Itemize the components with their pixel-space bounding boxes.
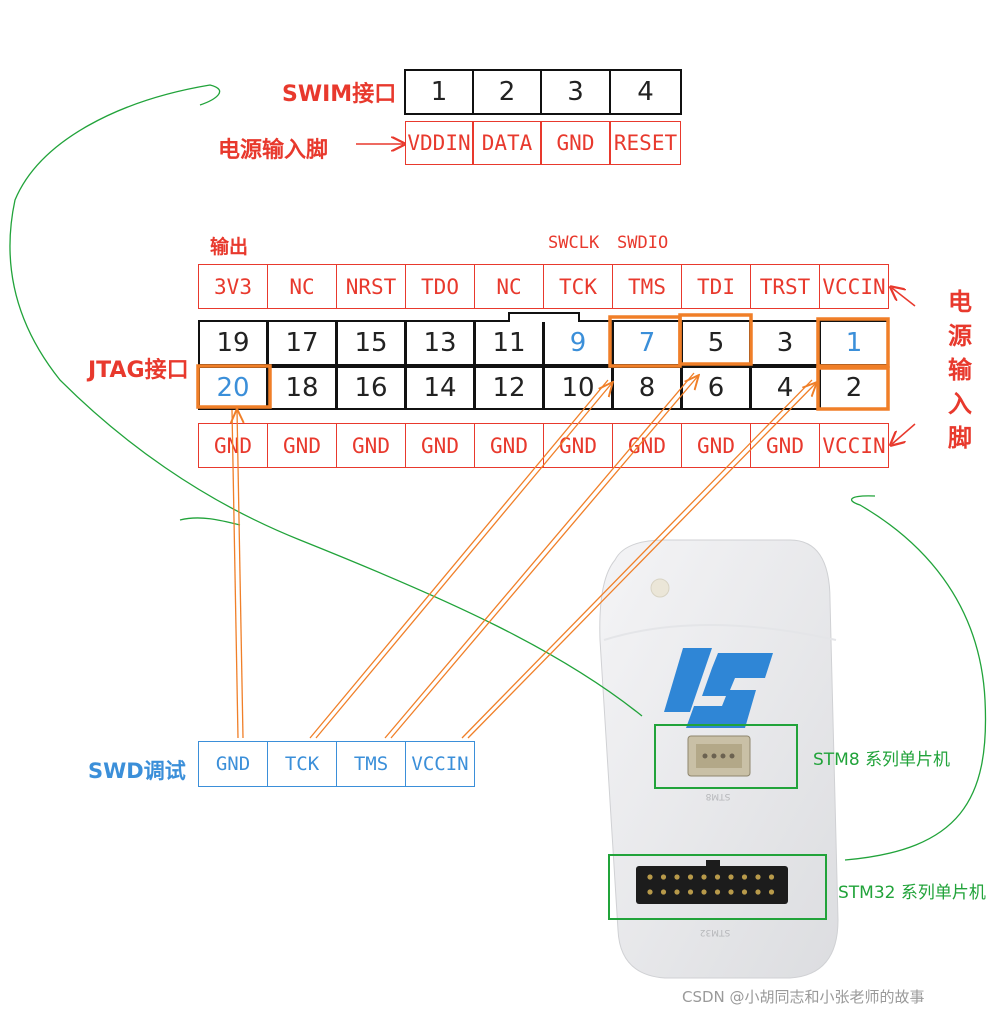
stm32-pin — [755, 874, 761, 880]
jtag-top-signal: NRST — [336, 264, 406, 309]
jtag-bottom-signal: GND — [474, 423, 544, 468]
swdio-label: SWDIO — [617, 233, 669, 253]
stm32-pin — [741, 889, 748, 895]
watermark: CSDN @小胡同志和小张老师的故事 — [682, 988, 925, 1006]
link-stroke — [179, 517, 241, 526]
jtag-bottom-signal: GND — [405, 423, 475, 468]
stm32-pin — [647, 874, 653, 880]
stm32-pin — [728, 874, 734, 880]
jtag-output-label: 输出 — [210, 236, 249, 258]
jtag-top-signal: TDI — [681, 264, 751, 309]
swim-pin: 4 — [609, 69, 682, 115]
stm32-pin — [674, 889, 680, 895]
stm32-to-jtag-link — [844, 495, 987, 861]
pin-1-highlight — [816, 317, 890, 368]
stm32-series-label: STM32 系列单片机 — [838, 883, 986, 903]
stm32-pin — [728, 889, 734, 895]
pin-20-highlight — [196, 364, 272, 409]
swd-title: SWD调试 — [88, 759, 186, 783]
stm8-connector — [687, 735, 751, 777]
stm32-pin — [701, 874, 707, 880]
stm32-pin — [687, 889, 694, 895]
pin-2-highlight — [816, 366, 890, 411]
power-arrow-top — [892, 288, 916, 307]
stm32-pin — [647, 889, 653, 895]
stm8-highlight-box — [654, 724, 798, 789]
jtag-bottom-signal: GND — [750, 423, 820, 468]
jtag-top-signal: TDO — [405, 264, 475, 309]
jtag-title: JTAG接口 — [88, 358, 189, 383]
swim-signal: RESET — [610, 121, 681, 165]
stm8-series-label: STM8 系列单片机 — [813, 750, 951, 770]
stm32-pin — [741, 874, 748, 880]
swd-to-jtag-arrows — [232, 372, 816, 739]
swim-title: SWIM接口 — [282, 82, 397, 107]
jtag-even-pin: 10 — [543, 366, 613, 410]
jtag-bottom-signal: GND — [267, 423, 337, 468]
stm32-pin — [701, 889, 707, 895]
power-char: 输 — [948, 356, 972, 384]
stm32-connector — [636, 860, 788, 904]
stm8-print: STM8 — [705, 791, 730, 801]
swim-signal: VDDIN — [405, 121, 473, 165]
stm32-pin — [674, 874, 680, 880]
stm32-pin — [714, 889, 721, 895]
stm32-print: STM32 — [700, 927, 730, 937]
jtag-bottom-signal: VCCIN — [819, 423, 889, 468]
pin-7-highlight — [608, 315, 682, 368]
power-char: 源 — [948, 322, 972, 350]
power-arrow-bottom — [892, 423, 916, 444]
stm32-pin — [755, 889, 761, 895]
debugger-device: STM8 STM32 — [599, 539, 839, 979]
swim-power-label: 电源输入脚 — [218, 138, 329, 163]
power-char: 电 — [948, 288, 972, 316]
power-char: 脚 — [948, 424, 972, 452]
st-logo-icon — [664, 648, 773, 728]
jtag-odd-pin: 17 — [267, 320, 337, 366]
swim-signal: GND — [541, 121, 610, 165]
swd-signal: VCCIN — [405, 741, 475, 787]
jtag-bottom-signal: GND — [612, 423, 682, 468]
stm32-pin — [687, 874, 694, 880]
stm32-pin — [714, 874, 721, 880]
stm32-pin — [660, 889, 667, 895]
power-char: 入 — [948, 390, 972, 418]
stm8-to-swim-link — [9, 84, 643, 717]
stm32-highlight-box — [608, 854, 827, 920]
jtag-key-notch — [508, 312, 580, 322]
stm32-pin — [660, 874, 667, 880]
swim-signal: DATA — [473, 121, 541, 165]
stm32-pin — [768, 874, 775, 880]
pin-5-highlight — [678, 313, 753, 366]
swclk-label: SWCLK — [548, 233, 600, 253]
jtag-top-signal: 3V3 — [198, 264, 268, 309]
jtag-top-signal: TMS — [612, 264, 682, 309]
stm32-pin — [768, 889, 775, 895]
jtag-top-signal: TRST — [750, 264, 820, 309]
